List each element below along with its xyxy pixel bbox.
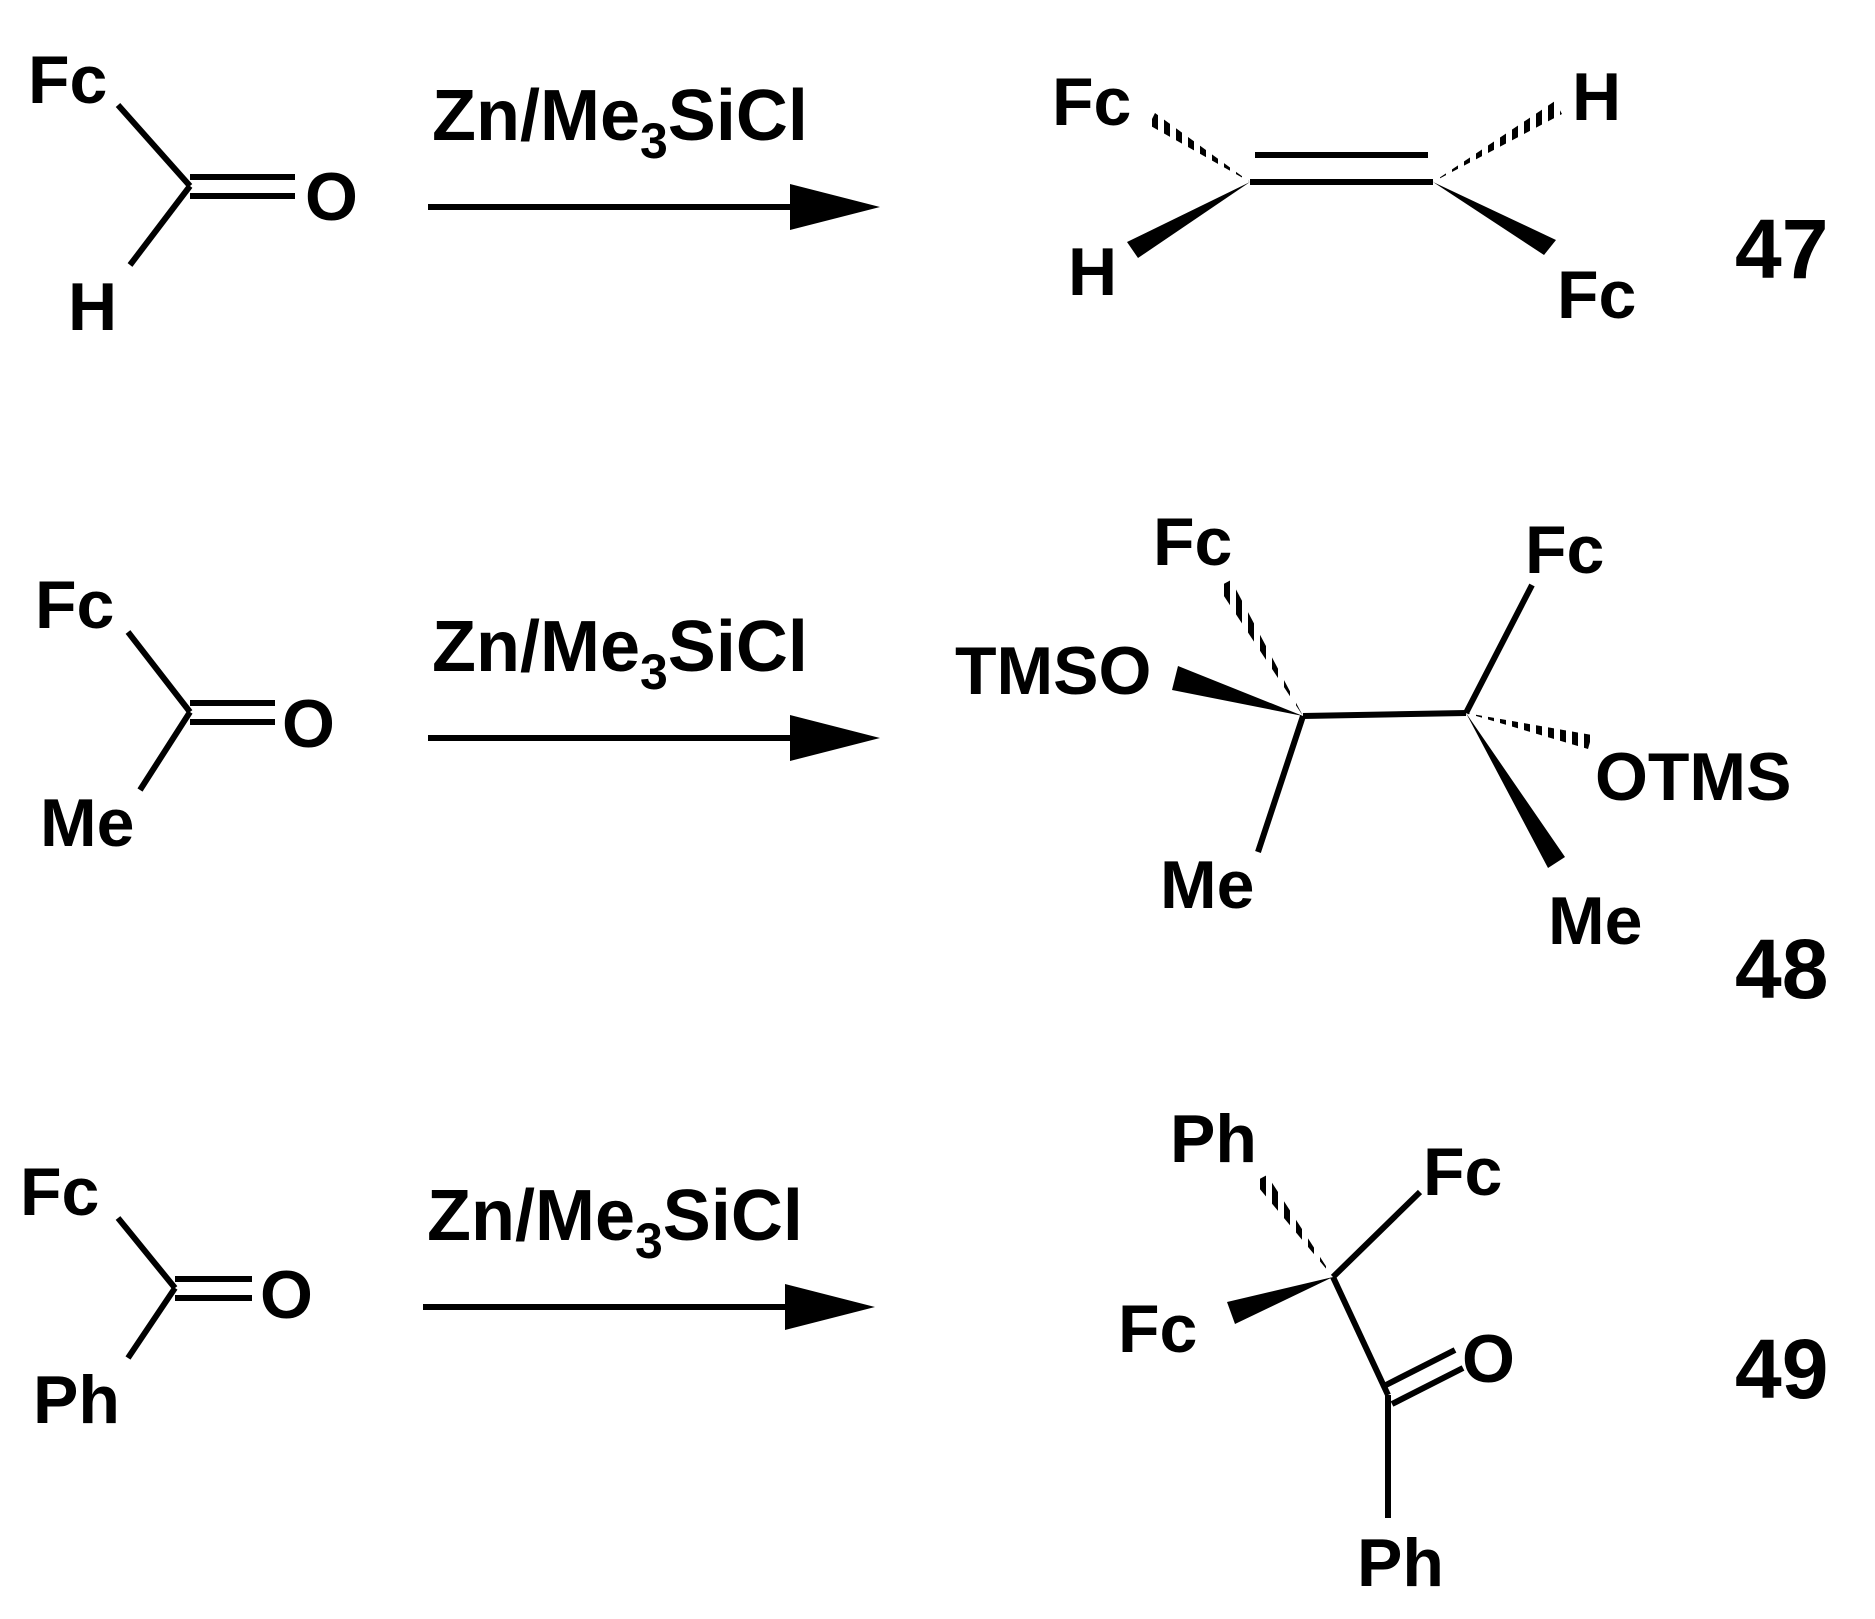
atom-fc: Fc (1557, 257, 1636, 333)
reactant-aldehyde: Fc O H (28, 42, 358, 345)
atom-me: Me (40, 785, 134, 861)
atom-ph: Ph (1357, 1525, 1444, 1601)
wedge-bond (1172, 666, 1303, 716)
bond-c-fc (125, 630, 193, 714)
atom-ph: Ph (33, 1362, 120, 1438)
reaction-48: Fc O Me Zn/Me3SiCl Fc TMSO Me Fc OTMS Me (35, 504, 1828, 1016)
atom-tmso: TMSO (955, 633, 1151, 709)
bond-c-o-2 (1390, 1365, 1465, 1407)
atom-ph: Ph (1170, 1101, 1257, 1177)
product-pinacol-ether: Fc TMSO Me Fc OTMS Me (955, 504, 1791, 959)
reactant-ketone: Fc O Me (35, 567, 335, 861)
atom-o: O (282, 686, 335, 762)
hash-bond (1433, 101, 1562, 182)
bond-c-fc (115, 103, 193, 188)
atom-h: H (68, 269, 117, 345)
reaction-49: Fc O Ph Zn/Me3SiCl Ph Fc Fc O Ph (20, 1101, 1828, 1601)
reaction-47: Fc O H Zn/Me3SiCl Fc H H Fc (28, 42, 1828, 345)
bond-c-me (1255, 715, 1306, 853)
atom-fc: Fc (1052, 64, 1131, 140)
atom-h: H (1572, 59, 1621, 135)
bond-c-fc (115, 1216, 178, 1290)
atom-fc: Fc (35, 567, 114, 643)
reaction-arrow (423, 1284, 875, 1330)
hash-bond (1254, 1175, 1333, 1277)
atom-fc: Fc (1423, 1134, 1502, 1210)
reagent-label: Zn/Me3SiCl (427, 1176, 803, 1269)
bond-c-fc (1330, 1189, 1423, 1280)
bond-c-c (1330, 1275, 1391, 1397)
hash-bond (1149, 113, 1250, 182)
atom-me: Me (1160, 847, 1254, 923)
atom-o: O (1462, 1321, 1515, 1397)
atom-fc: Fc (1525, 512, 1604, 588)
atom-fc: Fc (20, 1154, 99, 1230)
compound-number: 48 (1735, 922, 1828, 1016)
product-alkene: Fc H H Fc (1052, 59, 1636, 333)
hash-bond (1218, 580, 1303, 716)
wedge-bond (1466, 713, 1565, 868)
atom-me: Me (1548, 883, 1642, 959)
reactant-ketone: Fc O Ph (20, 1154, 313, 1438)
reagent-label: Zn/Me3SiCl (432, 607, 808, 700)
bond-c-o-1 (1382, 1347, 1457, 1389)
atom-h: H (1068, 234, 1117, 310)
bond-c-me (137, 710, 193, 792)
atom-fc: Fc (1153, 504, 1232, 580)
atom-otms: OTMS (1595, 739, 1791, 815)
compound-number: 49 (1735, 1322, 1828, 1416)
hash-bond (1466, 713, 1592, 749)
bond-c-ph (125, 1286, 178, 1360)
reagent-label: Zn/Me3SiCl (432, 76, 808, 169)
atom-fc: Fc (1118, 1291, 1197, 1367)
atom-fc: Fc (28, 42, 107, 118)
atom-o: O (260, 1257, 313, 1333)
wedge-bond (1127, 182, 1250, 258)
wedge-bond (1433, 182, 1556, 255)
bond-c-fc (1463, 583, 1535, 715)
bond-c-h (127, 184, 193, 267)
wedge-bond (1227, 1277, 1333, 1324)
reaction-arrow (428, 715, 880, 761)
compound-number: 47 (1735, 202, 1828, 296)
reaction-arrow (428, 184, 880, 230)
bond-c-c (1302, 710, 1467, 719)
atom-o: O (305, 159, 358, 235)
product-ketone: Ph Fc Fc O Ph (1118, 1101, 1515, 1601)
